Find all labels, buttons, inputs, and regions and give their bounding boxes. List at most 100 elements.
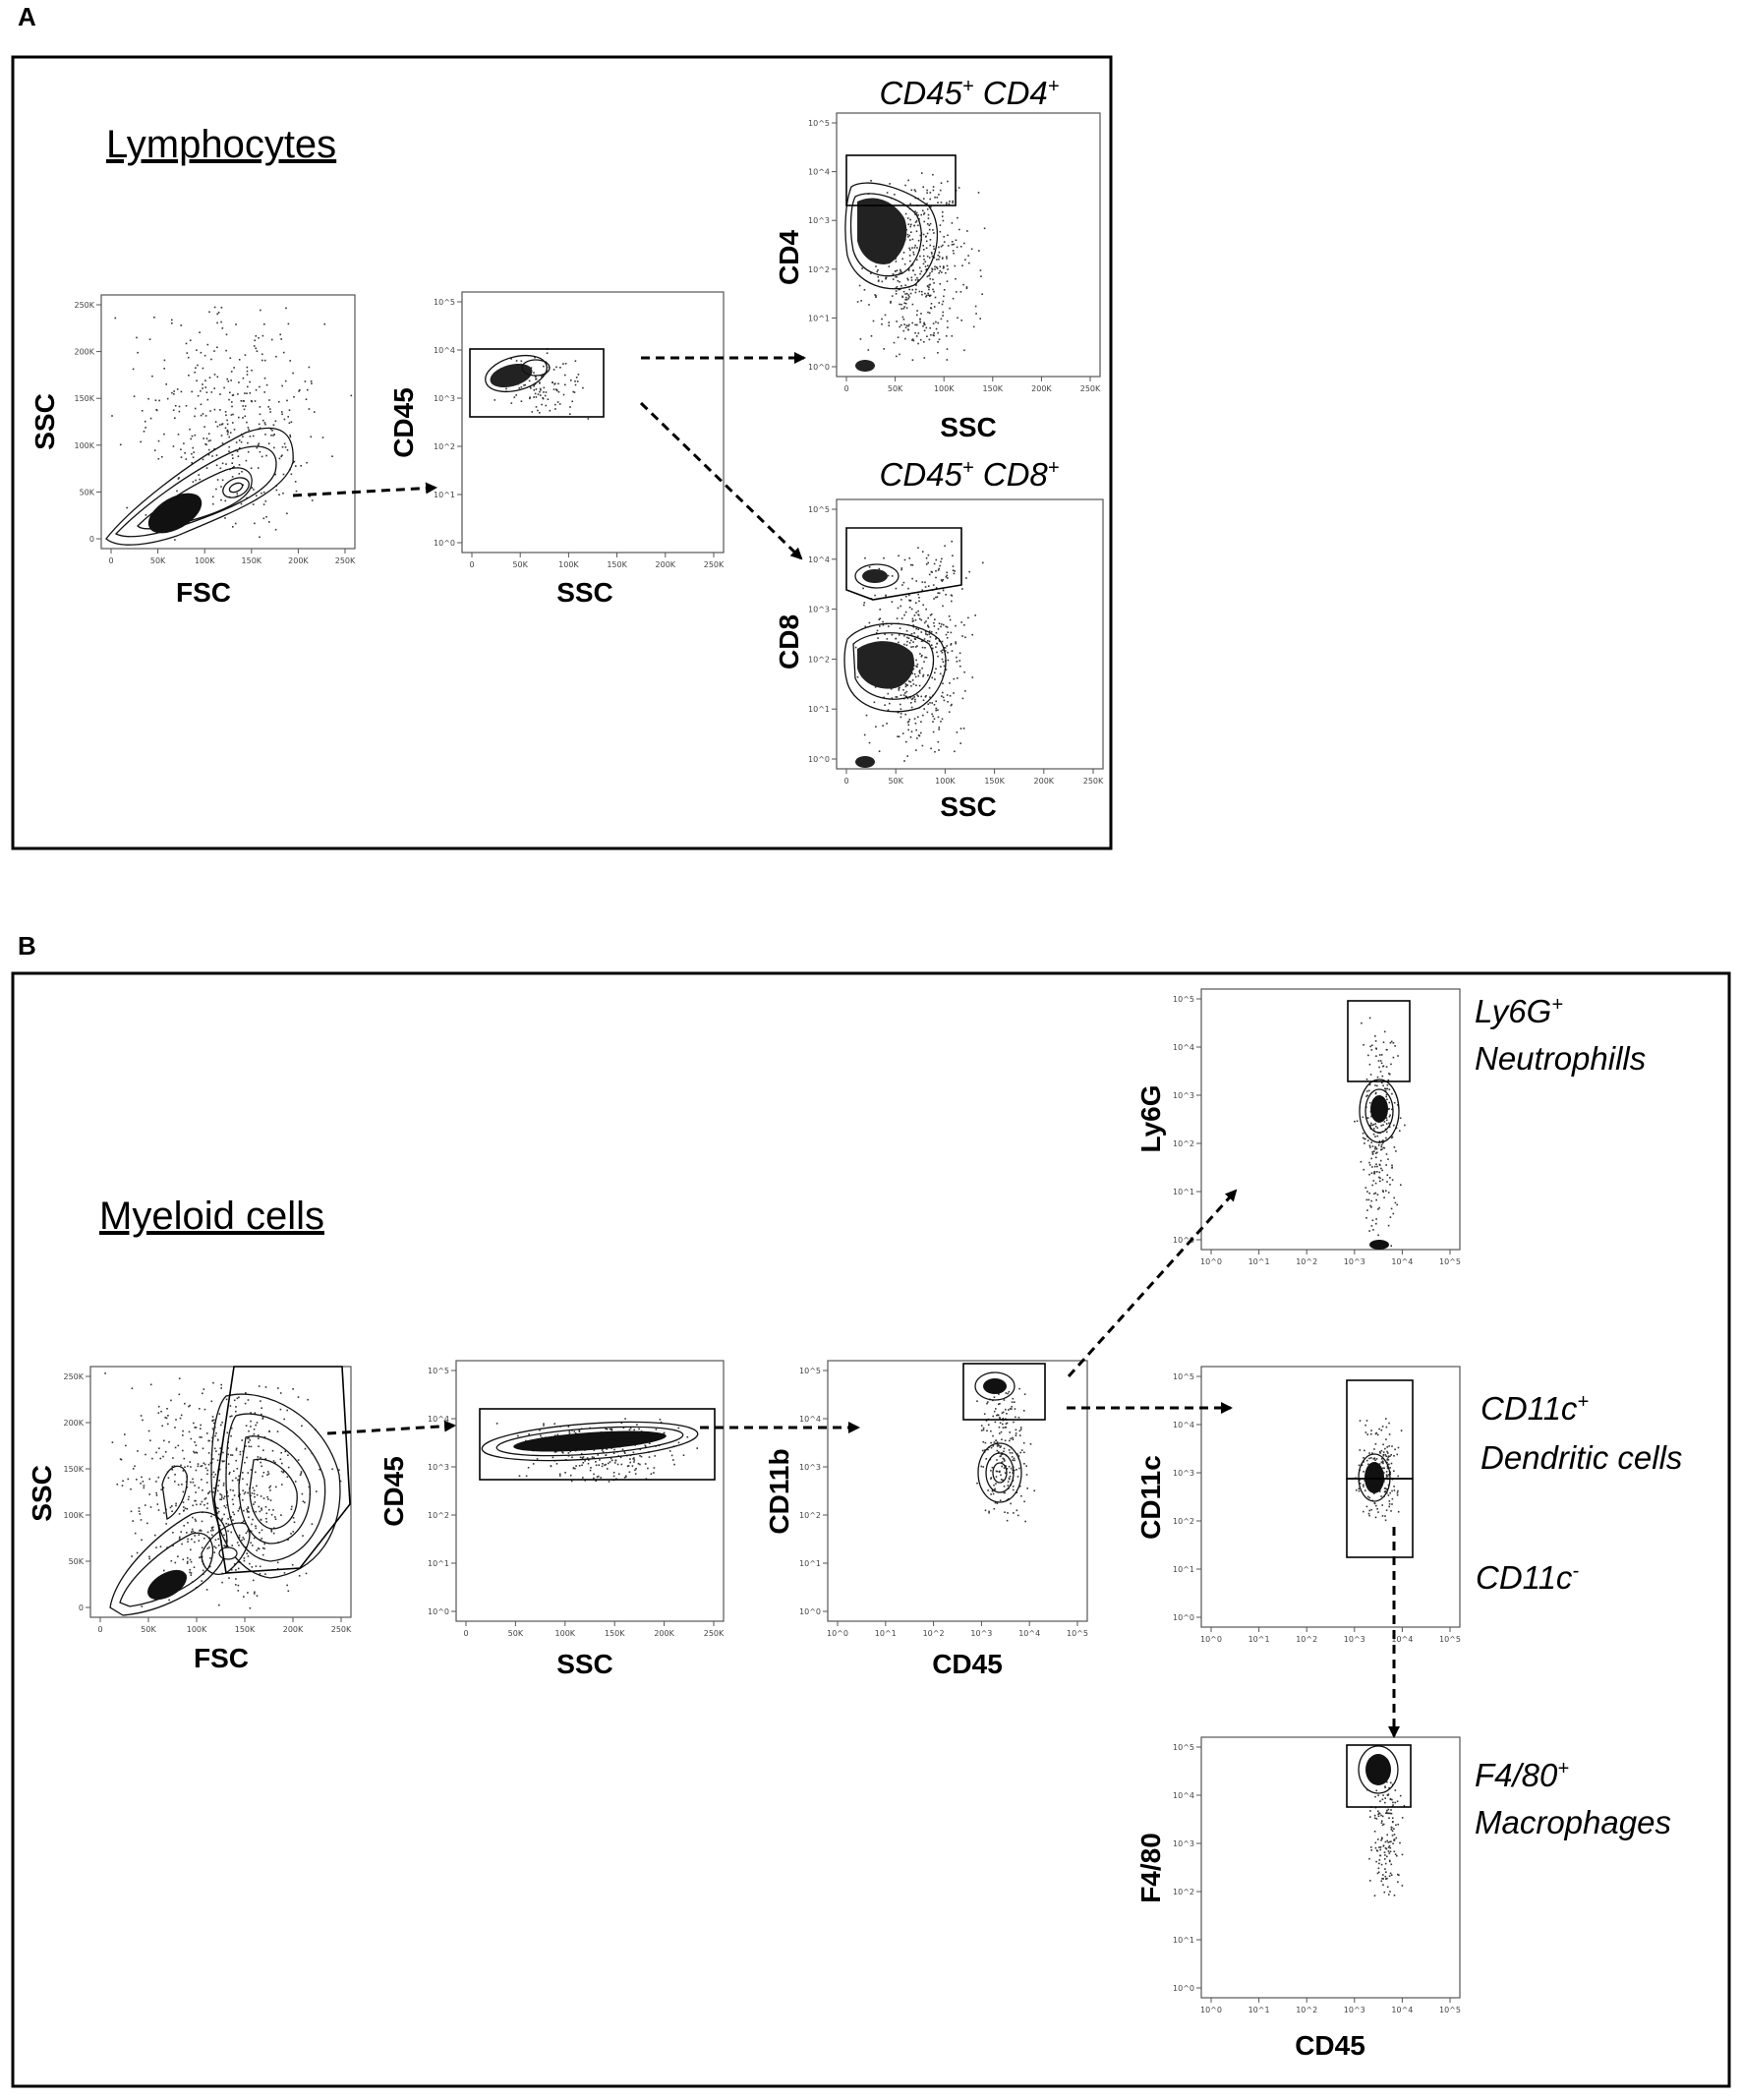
event-dot — [1385, 1153, 1388, 1155]
event-dot — [956, 731, 958, 733]
plot-a2-gate — [469, 348, 605, 418]
event-dot — [226, 429, 229, 432]
event-dot — [1362, 1137, 1365, 1139]
event-dot — [929, 198, 931, 201]
y-tick-label: 10^3 — [808, 216, 830, 225]
event-dot — [223, 1513, 225, 1516]
event-dot — [235, 1449, 238, 1451]
event-dot — [909, 218, 911, 221]
event-dot — [946, 571, 948, 574]
event-dot — [165, 1523, 167, 1525]
event-dot — [211, 455, 213, 457]
event-dot — [902, 308, 905, 310]
event-dot — [929, 696, 931, 698]
event-dot — [1363, 1486, 1365, 1488]
event-dot — [238, 1396, 240, 1399]
event-dot — [940, 318, 943, 321]
event-dot — [917, 610, 919, 612]
event-dot — [1389, 1041, 1392, 1044]
event-dot — [198, 1487, 200, 1489]
event-dot — [1378, 1428, 1380, 1430]
event-dot — [983, 1449, 986, 1451]
cd11c-negative-label: CD11c- — [1476, 1559, 1579, 1596]
event-dot — [1366, 1191, 1368, 1193]
y-tick-label: 10^2 — [1173, 1888, 1194, 1896]
event-dot — [1008, 1449, 1011, 1451]
event-dot — [228, 1473, 230, 1476]
event-dot — [269, 428, 272, 431]
event-dot — [929, 326, 931, 329]
event-dot — [907, 324, 909, 327]
event-dot — [1363, 1471, 1365, 1473]
event-dot — [272, 435, 274, 437]
event-dot — [1010, 1437, 1012, 1440]
event-dot — [921, 744, 924, 747]
event-dot — [889, 702, 891, 705]
event-dot — [206, 398, 209, 401]
event-dot — [918, 290, 921, 293]
event-dot — [250, 1445, 253, 1448]
event-dot — [194, 1441, 196, 1443]
event-dot — [183, 1506, 185, 1508]
event-dot — [1386, 1087, 1389, 1090]
event-dot — [903, 558, 906, 561]
event-dot — [948, 711, 951, 713]
event-dot — [885, 594, 887, 597]
event-dot — [944, 650, 947, 652]
x-tick-label: 150K — [605, 1629, 625, 1638]
event-dot — [875, 295, 877, 297]
event-dot — [242, 405, 244, 407]
event-dot — [953, 677, 956, 680]
event-dot — [1385, 1137, 1387, 1139]
event-dot — [232, 422, 234, 424]
event-dot — [672, 1459, 674, 1461]
event-dot — [633, 1461, 635, 1463]
event-dot — [1369, 1074, 1372, 1076]
event-dot — [944, 647, 947, 649]
event-dot — [534, 375, 537, 378]
event-dot — [161, 455, 163, 458]
event-dot — [530, 387, 532, 389]
event-dot — [856, 675, 859, 678]
event-dot — [1001, 1438, 1003, 1440]
event-dot — [184, 452, 186, 454]
event-dot — [927, 213, 930, 216]
neutrophils-label-line2: Neutrophills — [1475, 1040, 1646, 1077]
event-dot — [914, 638, 917, 640]
event-dot — [163, 1439, 165, 1442]
event-dot — [957, 216, 958, 219]
plot-b4-dots — [1354, 1017, 1406, 1247]
event-dot — [1366, 1495, 1369, 1498]
event-dot — [611, 1459, 613, 1462]
event-dot — [214, 1546, 217, 1549]
event-dot — [308, 366, 311, 369]
event-dot — [259, 385, 261, 388]
event-dot — [1384, 1797, 1386, 1799]
event-dot — [194, 415, 196, 418]
event-dot — [933, 621, 935, 624]
event-dot — [1393, 1489, 1396, 1491]
plot-b4-contours — [1359, 1079, 1400, 1250]
event-dot — [202, 458, 204, 461]
event-dot — [214, 1539, 217, 1542]
event-dot — [977, 192, 980, 194]
event-dot — [218, 424, 221, 426]
event-dot — [234, 522, 237, 525]
event-dot — [922, 186, 924, 188]
event-dot — [259, 450, 261, 453]
event-dot — [993, 1507, 996, 1510]
event-dot — [940, 650, 943, 652]
event-dot — [1378, 1463, 1381, 1465]
event-dot — [971, 676, 974, 678]
event-dot — [543, 365, 545, 368]
event-dot — [220, 307, 223, 309]
event-dot — [907, 729, 909, 731]
event-dot — [543, 391, 545, 393]
event-dot — [1363, 1510, 1365, 1513]
event-dot — [265, 1517, 267, 1520]
event-dot — [221, 1581, 223, 1584]
event-dot — [942, 210, 944, 213]
event-dot — [1383, 1196, 1385, 1198]
event-dot — [185, 458, 188, 460]
event-dot — [300, 1472, 303, 1475]
